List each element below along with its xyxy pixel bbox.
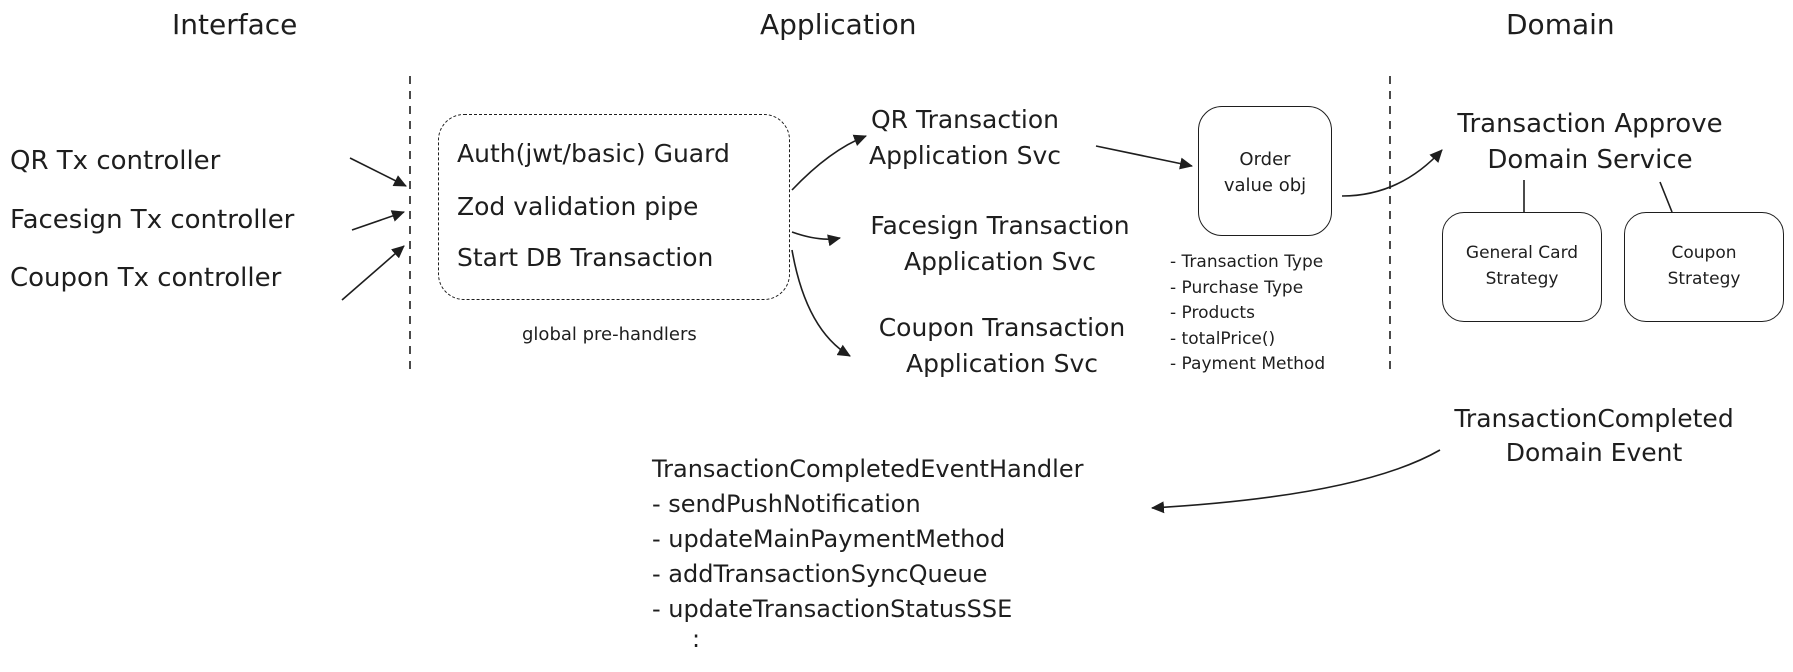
order-fields-list: - Transaction Type - Purchase Type - Pro… [1170,250,1325,378]
event-handler-item: - sendPushNotification [652,490,921,518]
event-handler-item: - addTransactionSyncQueue [652,560,988,588]
app-svc-facesign-line2: Application Svc [903,247,1097,276]
strategy-coupon-line2: Strategy [1667,269,1741,289]
controller-coupon: Coupon Tx controller [10,263,282,293]
domain-event: TransactionCompleted Domain Event [1436,402,1752,470]
controller-qr: QR Tx controller [10,146,221,176]
strategy-general-card: General Card Strategy [1442,212,1602,322]
event-handler-item: - updateMainPaymentMethod [652,525,1006,553]
event-handler-title: TransactionCompletedEventHandler [652,455,1084,483]
arrow-order-to-domain-service [1341,149,1443,197]
strategy-coupon-line1: Coupon [1671,243,1737,263]
arrow-coupon-controller [341,245,405,301]
domain-service-line2: Domain Service [1487,145,1693,175]
order-field: - Transaction Type [1170,252,1324,272]
link-coupon-strategy [1659,181,1673,213]
order-value-obj-box: Order value obj [1198,106,1332,236]
arrow-facesign-controller [351,210,405,231]
app-svc-facesign-line1: Facesign Transaction [870,211,1130,240]
zod-pipe-label: Zod validation pipe [457,192,699,221]
arrow-qr-controller [349,157,407,187]
pre-handlers-box: Auth(jwt/basic) Guard Zod validation pip… [438,114,790,300]
strategy-coupon: Coupon Strategy [1624,212,1784,322]
heading-interface: Interface [172,8,298,41]
order-field: - totalPrice() [1170,328,1276,349]
domain-event-line2: Domain Event [1505,438,1683,467]
app-svc-qr-line1: QR Transaction [870,105,1059,134]
heading-application: Application [760,8,917,41]
app-svc-qr-line2: Application Svc [868,141,1062,170]
strategy-general-card-line2: Strategy [1485,269,1559,289]
db-transaction-label: Start DB Transaction [457,243,714,272]
event-handler-ellipsis: : [692,625,701,653]
arrow-svc-to-order [1095,145,1193,170]
app-svc-coupon: Coupon Transaction Application Svc [852,310,1152,382]
heading-domain: Domain [1506,8,1615,41]
order-field: - Payment Method [1170,354,1326,374]
event-handler-item: - updateTransactionStatusSSE [652,595,1013,623]
app-svc-coupon-line2: Application Svc [905,349,1099,378]
order-field: - Purchase Type [1170,277,1304,298]
event-handler: TransactionCompletedEventHandler - sendP… [652,452,1083,651]
arrow-event-to-handler [1151,449,1441,514]
app-svc-facesign: Facesign Transaction Application Svc [840,208,1160,280]
arrow-to-facesign-svc [791,231,841,247]
domain-service-line1: Transaction Approve [1457,109,1723,139]
order-label-line1: Order [1239,149,1291,170]
pre-handlers-caption: global pre-handlers [522,324,697,345]
strategy-general-card-line1: General Card [1465,243,1579,263]
app-svc-coupon-line1: Coupon Transaction [878,313,1126,342]
domain-service: Transaction Approve Domain Service [1440,106,1740,178]
order-field: - Products [1170,303,1255,323]
controller-facesign: Facesign Tx controller [10,205,295,235]
order-label-line2: value obj [1223,175,1307,196]
domain-event-line1: TransactionCompleted [1454,404,1734,433]
auth-guard-label: Auth(jwt/basic) Guard [457,139,730,168]
app-svc-qr: QR Transaction Application Svc [830,102,1100,174]
